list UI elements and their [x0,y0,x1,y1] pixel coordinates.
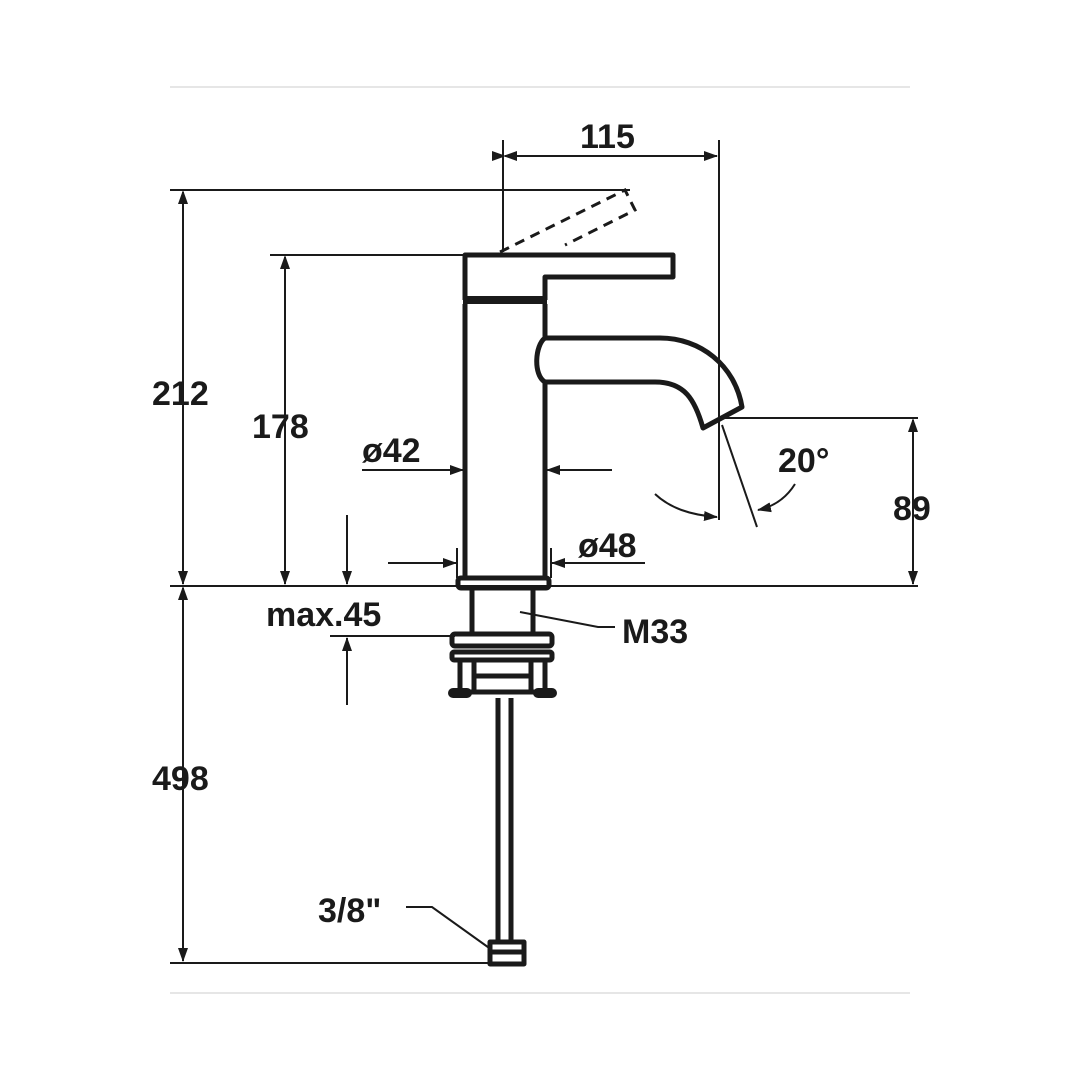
dim-3-8-label: 3/8" [318,892,381,930]
spout [545,335,745,431]
callout-thread: M33 [519,611,688,651]
faucet-body [448,187,745,967]
dim-212-label: 212 [152,375,209,413]
dim-o42-label: ø42 [362,432,421,470]
dim-115-label: 115 [580,118,635,156]
base-collar [455,575,552,591]
lever-open-position [499,187,638,254]
dimension-base-diameter: ø48 [388,527,645,578]
dimension-body-diameter: ø42 [362,432,612,475]
dimension-max-deck-thickness: max.45 [266,515,381,705]
dimension-body-height: 178 [252,255,309,585]
lever-handle [462,252,676,300]
dim-m33-label: M33 [622,613,688,651]
dim-498-label: 498 [152,760,209,798]
dimension-spout-reach: 115 [492,118,718,161]
dimension-hose-length: 498 [152,586,209,962]
dimension-total-height: 212 [152,190,209,585]
dim-o48-label: ø48 [578,527,637,565]
callout-hose-connection: 3/8" [318,892,493,951]
dim-178-label: 178 [252,408,309,446]
lever-band [463,296,547,304]
dimension-spout-height: 89 [893,418,931,585]
dim-89-label: 89 [893,490,931,528]
mounting-nut [448,631,557,698]
dim-max45-label: max.45 [266,596,381,634]
dimension-spout-angle: 20° [654,424,829,528]
dim-20deg-label: 20° [778,442,829,480]
